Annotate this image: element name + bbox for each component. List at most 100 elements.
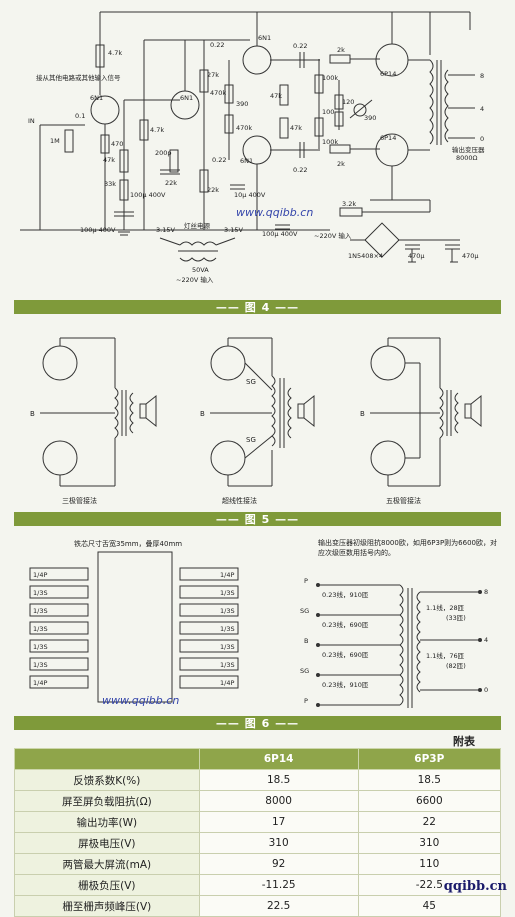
r-47k-c: 47k xyxy=(270,92,282,100)
left-layer-2: 1/3S xyxy=(33,589,48,597)
winding-1-label: 0.23线，910匝 xyxy=(322,590,369,599)
c-470u: 470μ xyxy=(408,252,425,260)
schematic-svg: 接从其他电路或其他输入信号 IN 4.7k 0.1 1M 470 47k 33k… xyxy=(20,11,485,284)
r-22k-b: 22k xyxy=(207,186,219,194)
winding-note-box: 输出变压器初级阻抗8000欧，如用6P3P则为6600欧，对应次级匝数用括号内的… xyxy=(318,539,497,557)
figure-4-schematic: 接从其他电路或其他输入信号 IN 4.7k 0.1 1M 470 47k 33k… xyxy=(0,0,515,300)
mains-input-b: ~220V 输入 xyxy=(314,231,352,240)
r-470: 470 xyxy=(111,140,123,148)
header-6p3p: 6P3P xyxy=(357,748,502,770)
row-6p3p: 6600 xyxy=(357,790,502,812)
row-6p14: 310 xyxy=(198,832,359,854)
winding-2-label: 0.23线，690匝 xyxy=(322,620,369,629)
tube-6n1-b: 6N1 xyxy=(180,94,193,102)
row-label: 输出功率(W) xyxy=(14,811,200,833)
row-6p3p: 45 xyxy=(357,895,502,917)
c-0.22-r2: 0.22 xyxy=(293,166,307,174)
figure-6-caption: —— 图 6 —— xyxy=(215,717,300,730)
row-6p3p: 22 xyxy=(357,811,502,833)
figure-5-connections: B B B SG SG 三极管接法 超线性接法 五极管接法 xyxy=(0,318,515,508)
figure-4-caption-band: —— 图 4 —— xyxy=(14,300,501,314)
r-100k-b: 100k xyxy=(322,138,338,146)
c-100u-400v-mid: 100μ 400V xyxy=(130,191,166,199)
left-layer-6: 1/3S xyxy=(33,661,48,669)
row-6p14: 92 xyxy=(198,853,359,875)
winding-svg: 铁芯尺寸舌宽35mm，叠厚40mm 1/4P 1/3S 1/3S 1/3S 1/… xyxy=(29,539,497,708)
c-10u-400v: 10μ 400V xyxy=(234,191,266,199)
out-4: 4 xyxy=(480,105,484,113)
table-row: 屏至屏负载阻抗(Ω) 8000 6600 xyxy=(14,790,502,812)
spec-table: 6P14 6P3P 反馈系数K(%) 18.5 18.5 屏至屏负载阻抗(Ω) … xyxy=(14,748,502,917)
diode-bridge-label: 1N5408×4 xyxy=(348,252,383,260)
pentode-mode-label: 五极管接法 xyxy=(386,496,421,505)
pin-0: 0 xyxy=(484,686,488,694)
r-4.7k-b: 4.7k xyxy=(150,126,164,134)
r-120: 120 xyxy=(342,98,354,106)
core-title: 铁芯尺寸舌宽35mm，叠厚40mm xyxy=(74,539,182,548)
triode-b-label: B xyxy=(30,410,35,418)
tube-6n1-d: 6N1 xyxy=(240,157,253,165)
r-2k-bot: 2k xyxy=(337,160,345,168)
row-6p14: 22.5 xyxy=(198,895,359,917)
secondary-1-sub: (33匝) xyxy=(446,614,466,622)
pin-sg-top: SG xyxy=(300,607,309,615)
row-label: 栅至栅声频峰压(V) xyxy=(14,895,200,917)
pin-sg-bottom: SG xyxy=(300,667,309,675)
watermark-2: www.qqibb.cn xyxy=(102,694,180,707)
r-33k: 33k xyxy=(104,180,116,188)
header-6p14: 6P14 xyxy=(198,748,359,770)
left-layer-3: 1/3S xyxy=(33,607,48,615)
table-row: 两管最大屏流(mA) 92 110 xyxy=(14,853,502,875)
r-390-b: 390 xyxy=(364,114,376,122)
row-6p3p: 310 xyxy=(357,832,502,854)
out-0: 0 xyxy=(480,135,484,143)
row-label: 两管最大屏流(mA) xyxy=(14,853,200,875)
c-100u-400v-r: 100μ 400V xyxy=(262,230,298,238)
figure-6-caption-band: —— 图 6 —— xyxy=(14,716,501,730)
r-47k-mid: 47k xyxy=(103,156,115,164)
pin-p-bottom: P xyxy=(304,697,308,705)
left-layer-4: 1/3S xyxy=(33,625,48,633)
c-200p: 200p xyxy=(155,149,172,157)
ultralinear-sg-top: SG xyxy=(246,378,256,386)
ultralinear-sg-bottom: SG xyxy=(246,436,256,444)
mains-input: ~220V 输入 xyxy=(176,275,214,284)
out-8: 8 xyxy=(480,72,484,80)
row-label: 屏至屏负载阻抗(Ω) xyxy=(14,790,200,812)
r-22k: 22k xyxy=(165,179,177,187)
secondary-2-sub: (82匝) xyxy=(446,662,466,670)
row-6p3p: -22.5 xyxy=(357,874,502,896)
right-layer-4: 1/3S xyxy=(220,625,235,633)
site-watermark: qqibb.cn xyxy=(443,879,507,894)
watermark-1: www.qqibb.cn xyxy=(236,206,314,219)
table-row: 输出功率(W) 17 22 xyxy=(14,811,502,833)
table-row: 屏极电压(V) 310 310 xyxy=(14,832,502,854)
table-header-row: 6P14 6P3P xyxy=(14,748,502,770)
row-label: 屏极电压(V) xyxy=(14,832,200,854)
output-impedance: 8000Ω xyxy=(456,154,478,162)
r-100: 100 xyxy=(322,108,334,116)
c-100u-400v-left: 100μ 400V xyxy=(80,226,116,234)
winding-note: 输出变压器初级阻抗8000欧，如用6P3P则为6600欧，对应次级匝数用括号内的… xyxy=(318,539,497,557)
left-layer-1: 1/4P xyxy=(33,571,47,579)
row-label: 栅极负压(V) xyxy=(14,874,200,896)
winding-4-label: 0.23线，910匝 xyxy=(322,680,369,689)
figure-6-winding: 铁芯尺寸舌宽35mm，叠厚40mm 1/4P 1/3S 1/3S 1/3S 1/… xyxy=(0,530,515,715)
pentode-b-label: B xyxy=(360,410,365,418)
pin-p-top: P xyxy=(304,577,308,585)
row-6p3p: 18.5 xyxy=(357,769,502,791)
row-6p14: 18.5 xyxy=(198,769,359,791)
r-470k-b: 470k xyxy=(236,124,252,132)
right-layer-2: 1/3S xyxy=(220,589,235,597)
tube-6n1-a: 6N1 xyxy=(90,94,103,102)
ultralinear-mode-label: 超线性接法 xyxy=(222,496,257,505)
appendix-title: 附表 xyxy=(453,735,475,748)
figure-4-caption: —— 图 4 —— xyxy=(215,301,300,314)
header-param xyxy=(14,748,200,770)
row-6p14: 17 xyxy=(198,811,359,833)
c-0.22-top: 0.22 xyxy=(210,41,224,49)
r-470k: 470k xyxy=(210,89,226,97)
triode-mode-label: 三极管接法 xyxy=(62,496,97,505)
c-0.1: 0.1 xyxy=(75,112,85,120)
r-47k-d: 47k xyxy=(290,124,302,132)
